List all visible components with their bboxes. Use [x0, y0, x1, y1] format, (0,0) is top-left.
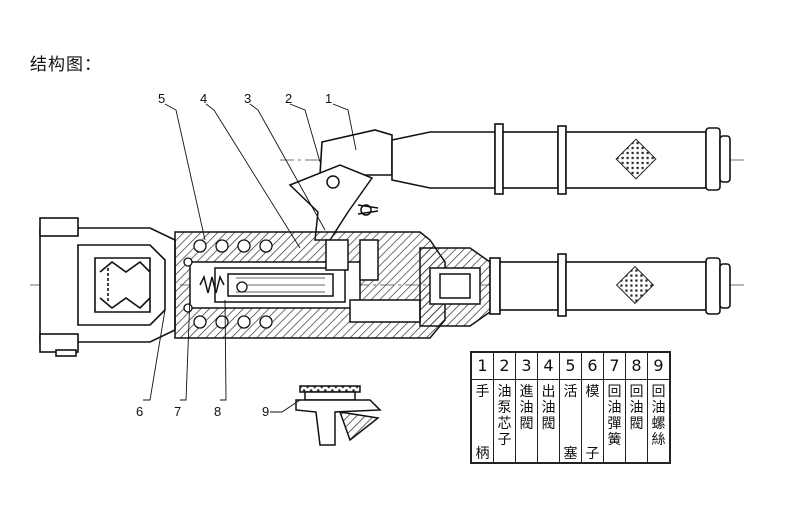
legend-number: 9 [647, 351, 671, 380]
legend-number: 7 [603, 351, 626, 380]
legend-name-top: 進油閥 [519, 384, 534, 432]
legend-name-cell: 回油閥 [625, 379, 648, 464]
legend-name-cell: 回油彈簧 [603, 379, 626, 464]
leader-lines [143, 103, 357, 413]
legend-name-top: 油泵芯子 [497, 384, 512, 448]
callout-2: 2 [285, 91, 293, 106]
legend-name-cell: 模子 [581, 379, 604, 464]
page-title: 结构图： [30, 55, 102, 75]
legend-name-cell: 回油螺絲 [647, 379, 671, 464]
callout-5: 5 [158, 91, 166, 106]
legend-name-top: 回油彈簧 [607, 384, 622, 448]
pump-body [174, 231, 491, 339]
crimper-head [39, 217, 176, 357]
legend-name-top: 手 [475, 384, 490, 400]
legend-name-top: 出油閥 [541, 384, 556, 432]
return-screw-detail [295, 385, 382, 446]
legend-number: 6 [581, 351, 604, 380]
callout-8: 8 [214, 404, 222, 419]
upper-handle [319, 123, 731, 195]
legend-number: 1 [470, 351, 494, 380]
legend-name-cell: 出油閥 [537, 379, 560, 464]
legend-number: 4 [537, 351, 560, 380]
callout-3: 3 [244, 91, 252, 106]
legend-name-cell: 手柄 [470, 379, 494, 464]
legend-number-row: 1 2 3 4 5 6 7 8 9 [470, 351, 671, 380]
legend-name-top: 活 [563, 384, 578, 400]
parts-legend-table: 1 2 3 4 5 6 7 8 9 手柄 油泵芯子 進油閥 出油閥 活塞 模子 … [470, 351, 671, 464]
legend-number: 5 [559, 351, 582, 380]
callout-7: 7 [174, 404, 182, 419]
upper-handle-grip [615, 138, 657, 180]
callout-1: 1 [325, 91, 333, 106]
legend-name-cell: 油泵芯子 [493, 379, 516, 464]
legend-name-top: 模 [585, 384, 600, 400]
legend-name-top: 回油閥 [629, 384, 644, 432]
body-bolts [183, 239, 273, 329]
legend-name-bottom: 子 [585, 446, 600, 462]
legend-name-top: 回油螺絲 [651, 384, 666, 448]
legend-number: 8 [625, 351, 648, 380]
lower-handle [489, 253, 731, 317]
legend-number: 2 [493, 351, 516, 380]
callout-9: 9 [262, 404, 270, 419]
legend-number: 3 [515, 351, 538, 380]
legend-name-row: 手柄 油泵芯子 進油閥 出油閥 活塞 模子 回油彈簧 回油閥 回油螺絲 [470, 379, 671, 464]
handle-linkage [288, 164, 379, 241]
legend-name-cell: 活塞 [559, 379, 582, 464]
lower-handle-grip [615, 265, 655, 305]
legend-name-cell: 進油閥 [515, 379, 538, 464]
legend-name-bottom: 柄 [475, 446, 490, 462]
callout-6: 6 [136, 404, 144, 419]
callout-4: 4 [200, 91, 208, 106]
legend-name-bottom: 塞 [563, 446, 578, 462]
